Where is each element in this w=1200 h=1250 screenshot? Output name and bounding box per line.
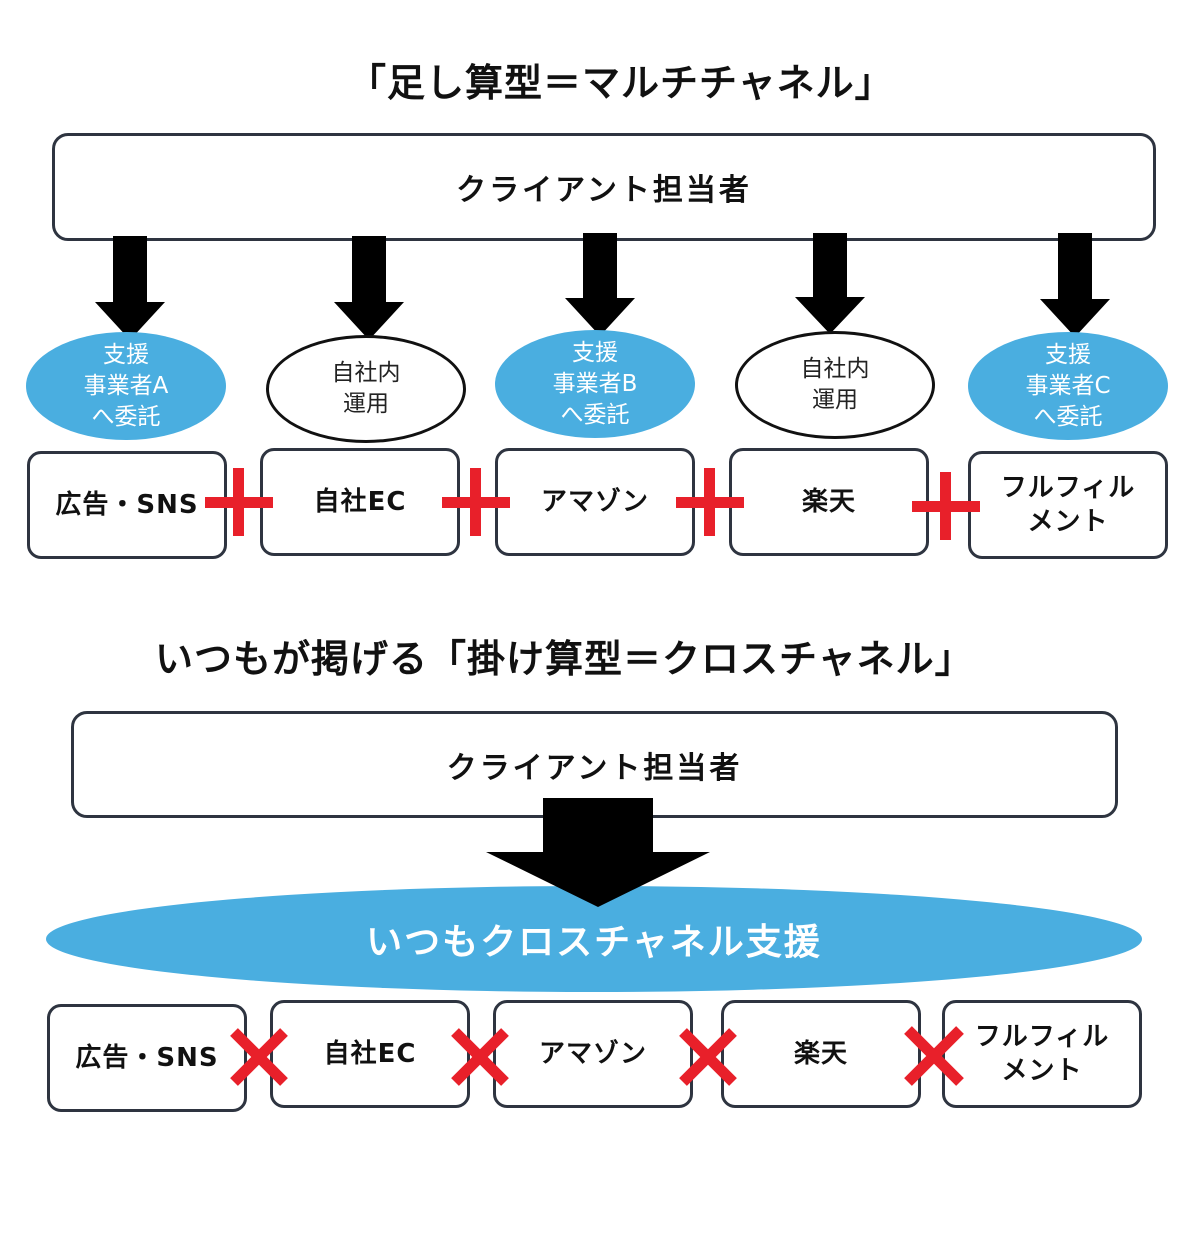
down-arrow-icon [95, 236, 165, 340]
plus-icon [442, 468, 510, 536]
channel-box: 楽天 [721, 1000, 921, 1108]
cross-icon [679, 1028, 737, 1086]
down-arrow-icon [565, 233, 635, 336]
multichannel-title: 「足し算型＝マルチチャネル」 [348, 61, 894, 105]
channel-box: アマゾン [493, 1000, 693, 1108]
operator-ellipse: 支援 事業者C へ委託 [968, 332, 1168, 440]
crosschannel-title: いつもが掲げる「掛け算型＝クロスチャネル」 [155, 637, 974, 681]
operator-ellipse: 支援 事業者A へ委託 [26, 332, 226, 440]
channel-box: 広告・SNS [47, 1004, 247, 1112]
channel-box: 楽天 [729, 448, 929, 556]
channel-box: アマゾン [495, 448, 695, 556]
client-box-multi: クライアント担当者 [52, 133, 1156, 241]
channel-box: フルフィル メント [942, 1000, 1142, 1108]
channel-box: 広告・SNS [27, 451, 227, 559]
down-arrow-icon [1040, 233, 1110, 337]
cross-icon [230, 1028, 288, 1086]
operator-ellipse: 自社内 運用 [735, 331, 935, 439]
plus-icon [676, 468, 744, 536]
operator-ellipse: 自社内 運用 [266, 335, 466, 443]
channel-box: フルフィル メント [968, 451, 1168, 559]
channel-box: 自社EC [270, 1000, 470, 1108]
client-label: クライアント担当者 [446, 750, 743, 786]
operator-ellipse: 支援 事業者B へ委託 [495, 330, 695, 438]
cross-icon [904, 1026, 964, 1086]
plus-icon [912, 472, 980, 540]
down-arrow-icon [795, 233, 865, 334]
down-arrow-icon [334, 236, 404, 340]
cross-icon [451, 1028, 509, 1086]
client-label: クライアント担当者 [456, 173, 752, 208]
down-arrow-icon [486, 798, 710, 907]
plus-icon [205, 468, 273, 536]
